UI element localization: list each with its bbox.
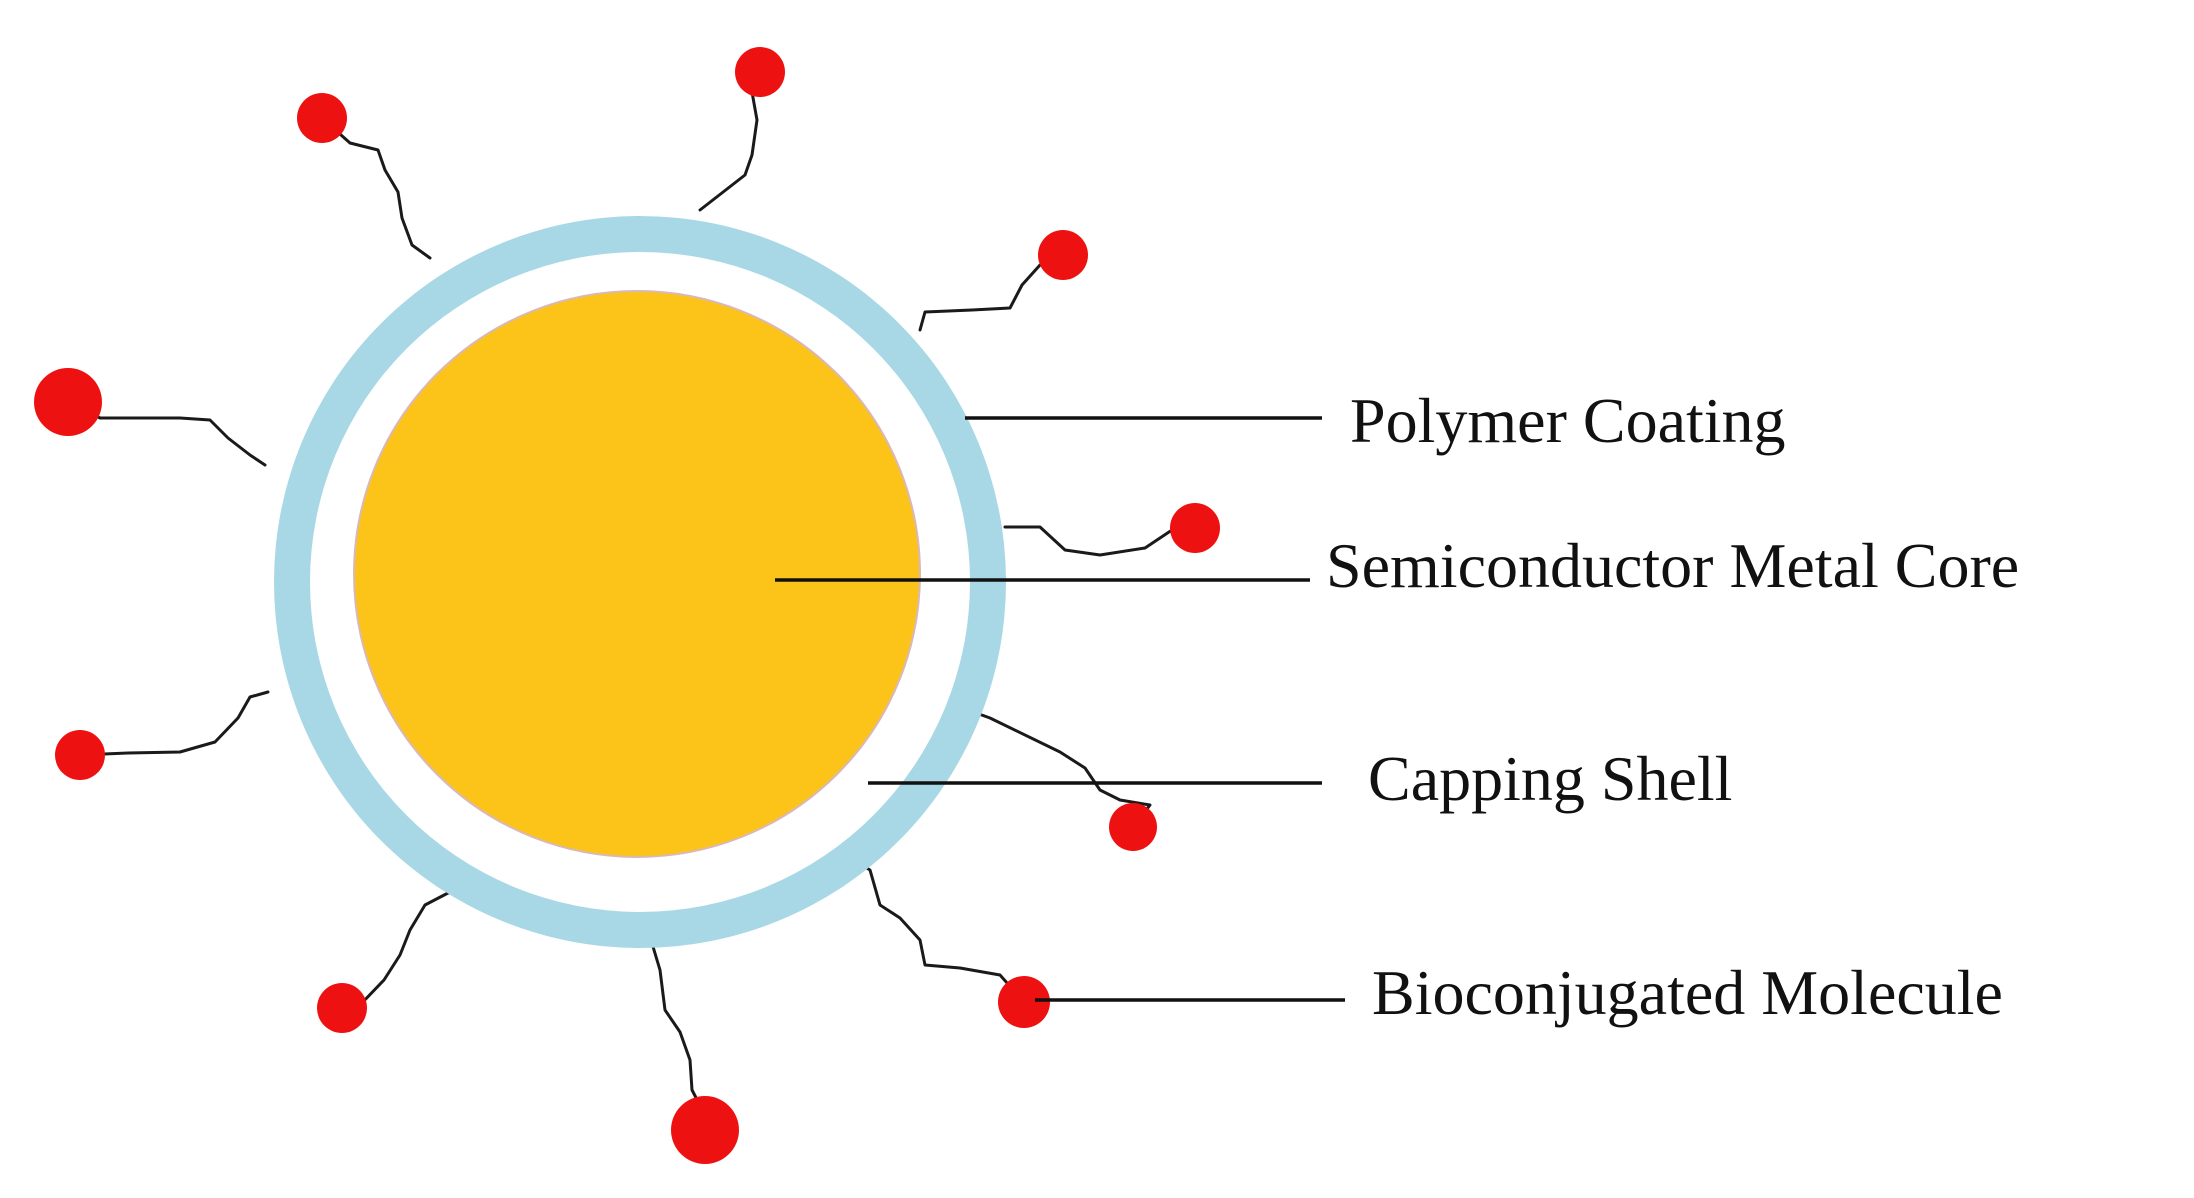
bioconjugated-molecule <box>1038 230 1088 280</box>
bioconjugated-molecule <box>317 983 367 1033</box>
labels: Polymer Coating Semiconductor Metal Core… <box>1326 385 2019 1028</box>
tether <box>78 690 270 757</box>
bioconjugated-molecule <box>34 368 102 436</box>
label-capping-shell: Capping Shell <box>1368 743 1732 814</box>
tether <box>66 400 267 467</box>
tether <box>843 853 1026 1004</box>
bioconjugated-molecule <box>297 93 347 143</box>
label-polymer-coating: Polymer Coating <box>1350 385 1786 456</box>
bioconjugated-molecule <box>1109 803 1157 851</box>
tether <box>320 116 432 260</box>
bioconjugated-molecule <box>1170 503 1220 553</box>
leader-lines <box>775 416 1345 1002</box>
tether <box>966 708 1152 829</box>
bioconjugated-molecules <box>34 47 1220 1164</box>
tether <box>918 253 1065 332</box>
bioconjugated-molecule <box>671 1096 739 1164</box>
bioconjugated-molecule <box>55 730 105 780</box>
label-semiconductor-metal-core: Semiconductor Metal Core <box>1326 530 2019 601</box>
tether <box>340 888 472 1010</box>
tether <box>1003 525 1197 557</box>
semiconductor-metal-core <box>353 290 921 858</box>
bioconjugated-molecule <box>998 976 1050 1028</box>
label-bioconjugated-molecule: Bioconjugated Molecule <box>1372 957 2003 1028</box>
bioconjugated-molecule <box>735 47 785 97</box>
